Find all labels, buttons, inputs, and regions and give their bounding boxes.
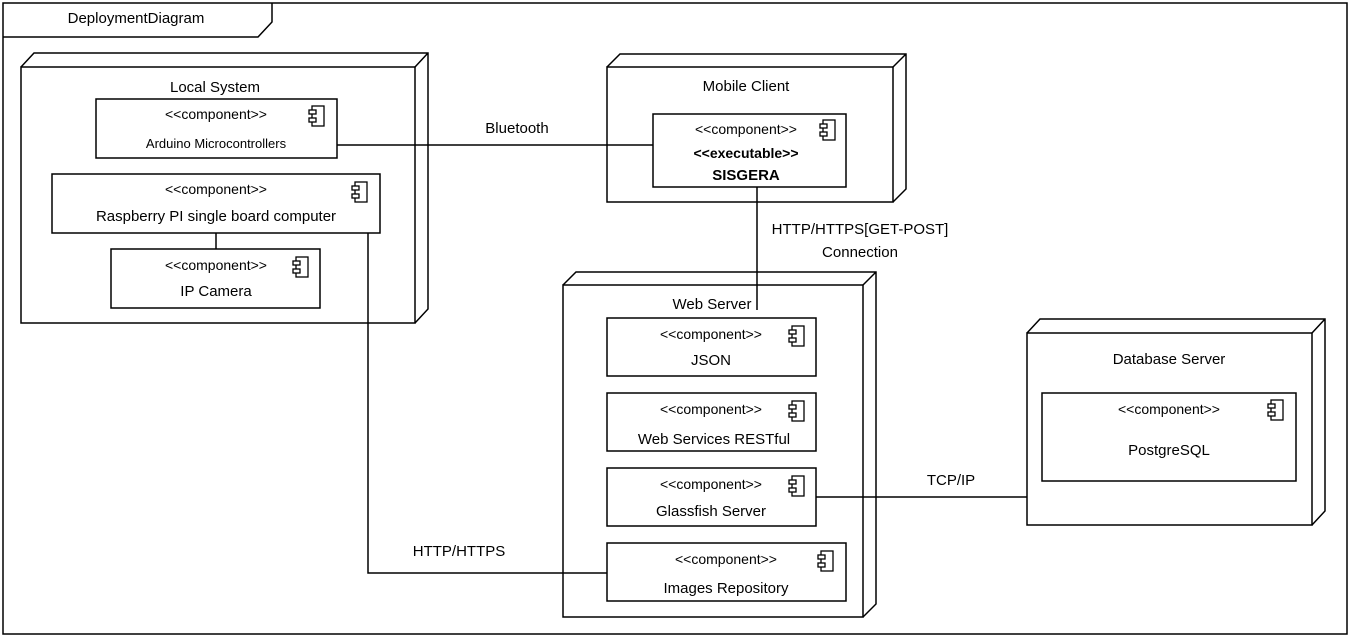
component-arduino [95, 98, 338, 159]
node-mobile-client [606, 53, 907, 203]
component-name-images: Images Repository [663, 580, 789, 597]
component-icon [817, 550, 834, 572]
component-name-ip-camera: IP Camera [180, 283, 252, 300]
component-icon [292, 256, 309, 278]
connection-label-bluetooth: Bluetooth [485, 120, 549, 137]
component-icon [788, 325, 805, 347]
node-title-database-server: Database Server [1112, 351, 1226, 368]
stereotype-label: <<component>> [660, 401, 762, 417]
connection-label-http-get-post: HTTP/HTTPS[GET-POST] [771, 221, 949, 238]
node-title-mobile-client: Mobile Client [702, 78, 790, 95]
frame-title: DeploymentDiagram [67, 10, 205, 27]
component-json [606, 317, 817, 377]
stereotype-label: <<component>> [165, 106, 267, 122]
component-name-raspberry: Raspberry PI single board computer [95, 208, 337, 225]
component-images [606, 542, 847, 602]
stereotype-label: <<component>> [165, 257, 267, 273]
connector-http-https [367, 233, 607, 574]
stereotype-label: <<component>> [675, 551, 777, 567]
component-icon [1267, 399, 1284, 421]
component-name-sisgera: SISGERA [712, 167, 780, 184]
node-local-system [20, 52, 429, 324]
stereotype-label: <<component>> [165, 181, 267, 197]
component-icon [819, 119, 836, 141]
frame-title-tab [3, 3, 273, 38]
component-name-restful: Web Services RESTful [637, 431, 791, 448]
component-icon [308, 105, 325, 127]
component-icon [788, 400, 805, 422]
component-name-glassfish: Glassfish Server [655, 503, 767, 520]
node-web-server [562, 271, 877, 618]
component-name-postgresql: PostgreSQL [1128, 442, 1210, 459]
connection-label-http-https: HTTP/HTTPS [412, 543, 506, 560]
node-title-local-system: Local System [169, 79, 261, 96]
node-database-server [1026, 318, 1326, 526]
component-restful [606, 392, 817, 452]
component-sisgera [652, 113, 847, 188]
component-name-json: JSON [690, 352, 732, 369]
connection-label-connection: Connection [822, 244, 898, 261]
component-postgresql [1041, 392, 1297, 482]
stereotype-executable-label: <<executable>> [693, 145, 799, 161]
component-name-arduino: Arduino Microcontrollers [145, 136, 287, 151]
node-title-web-server: Web Server [672, 296, 752, 313]
connection-label-tcp-ip: TCP/IP [926, 472, 976, 489]
stereotype-label: <<component>> [660, 326, 762, 342]
component-icon [351, 181, 368, 203]
stereotype-label: <<component>> [1118, 401, 1220, 417]
stereotype-label: <<component>> [695, 121, 797, 137]
stereotype-label: <<component>> [660, 476, 762, 492]
component-icon [788, 475, 805, 497]
